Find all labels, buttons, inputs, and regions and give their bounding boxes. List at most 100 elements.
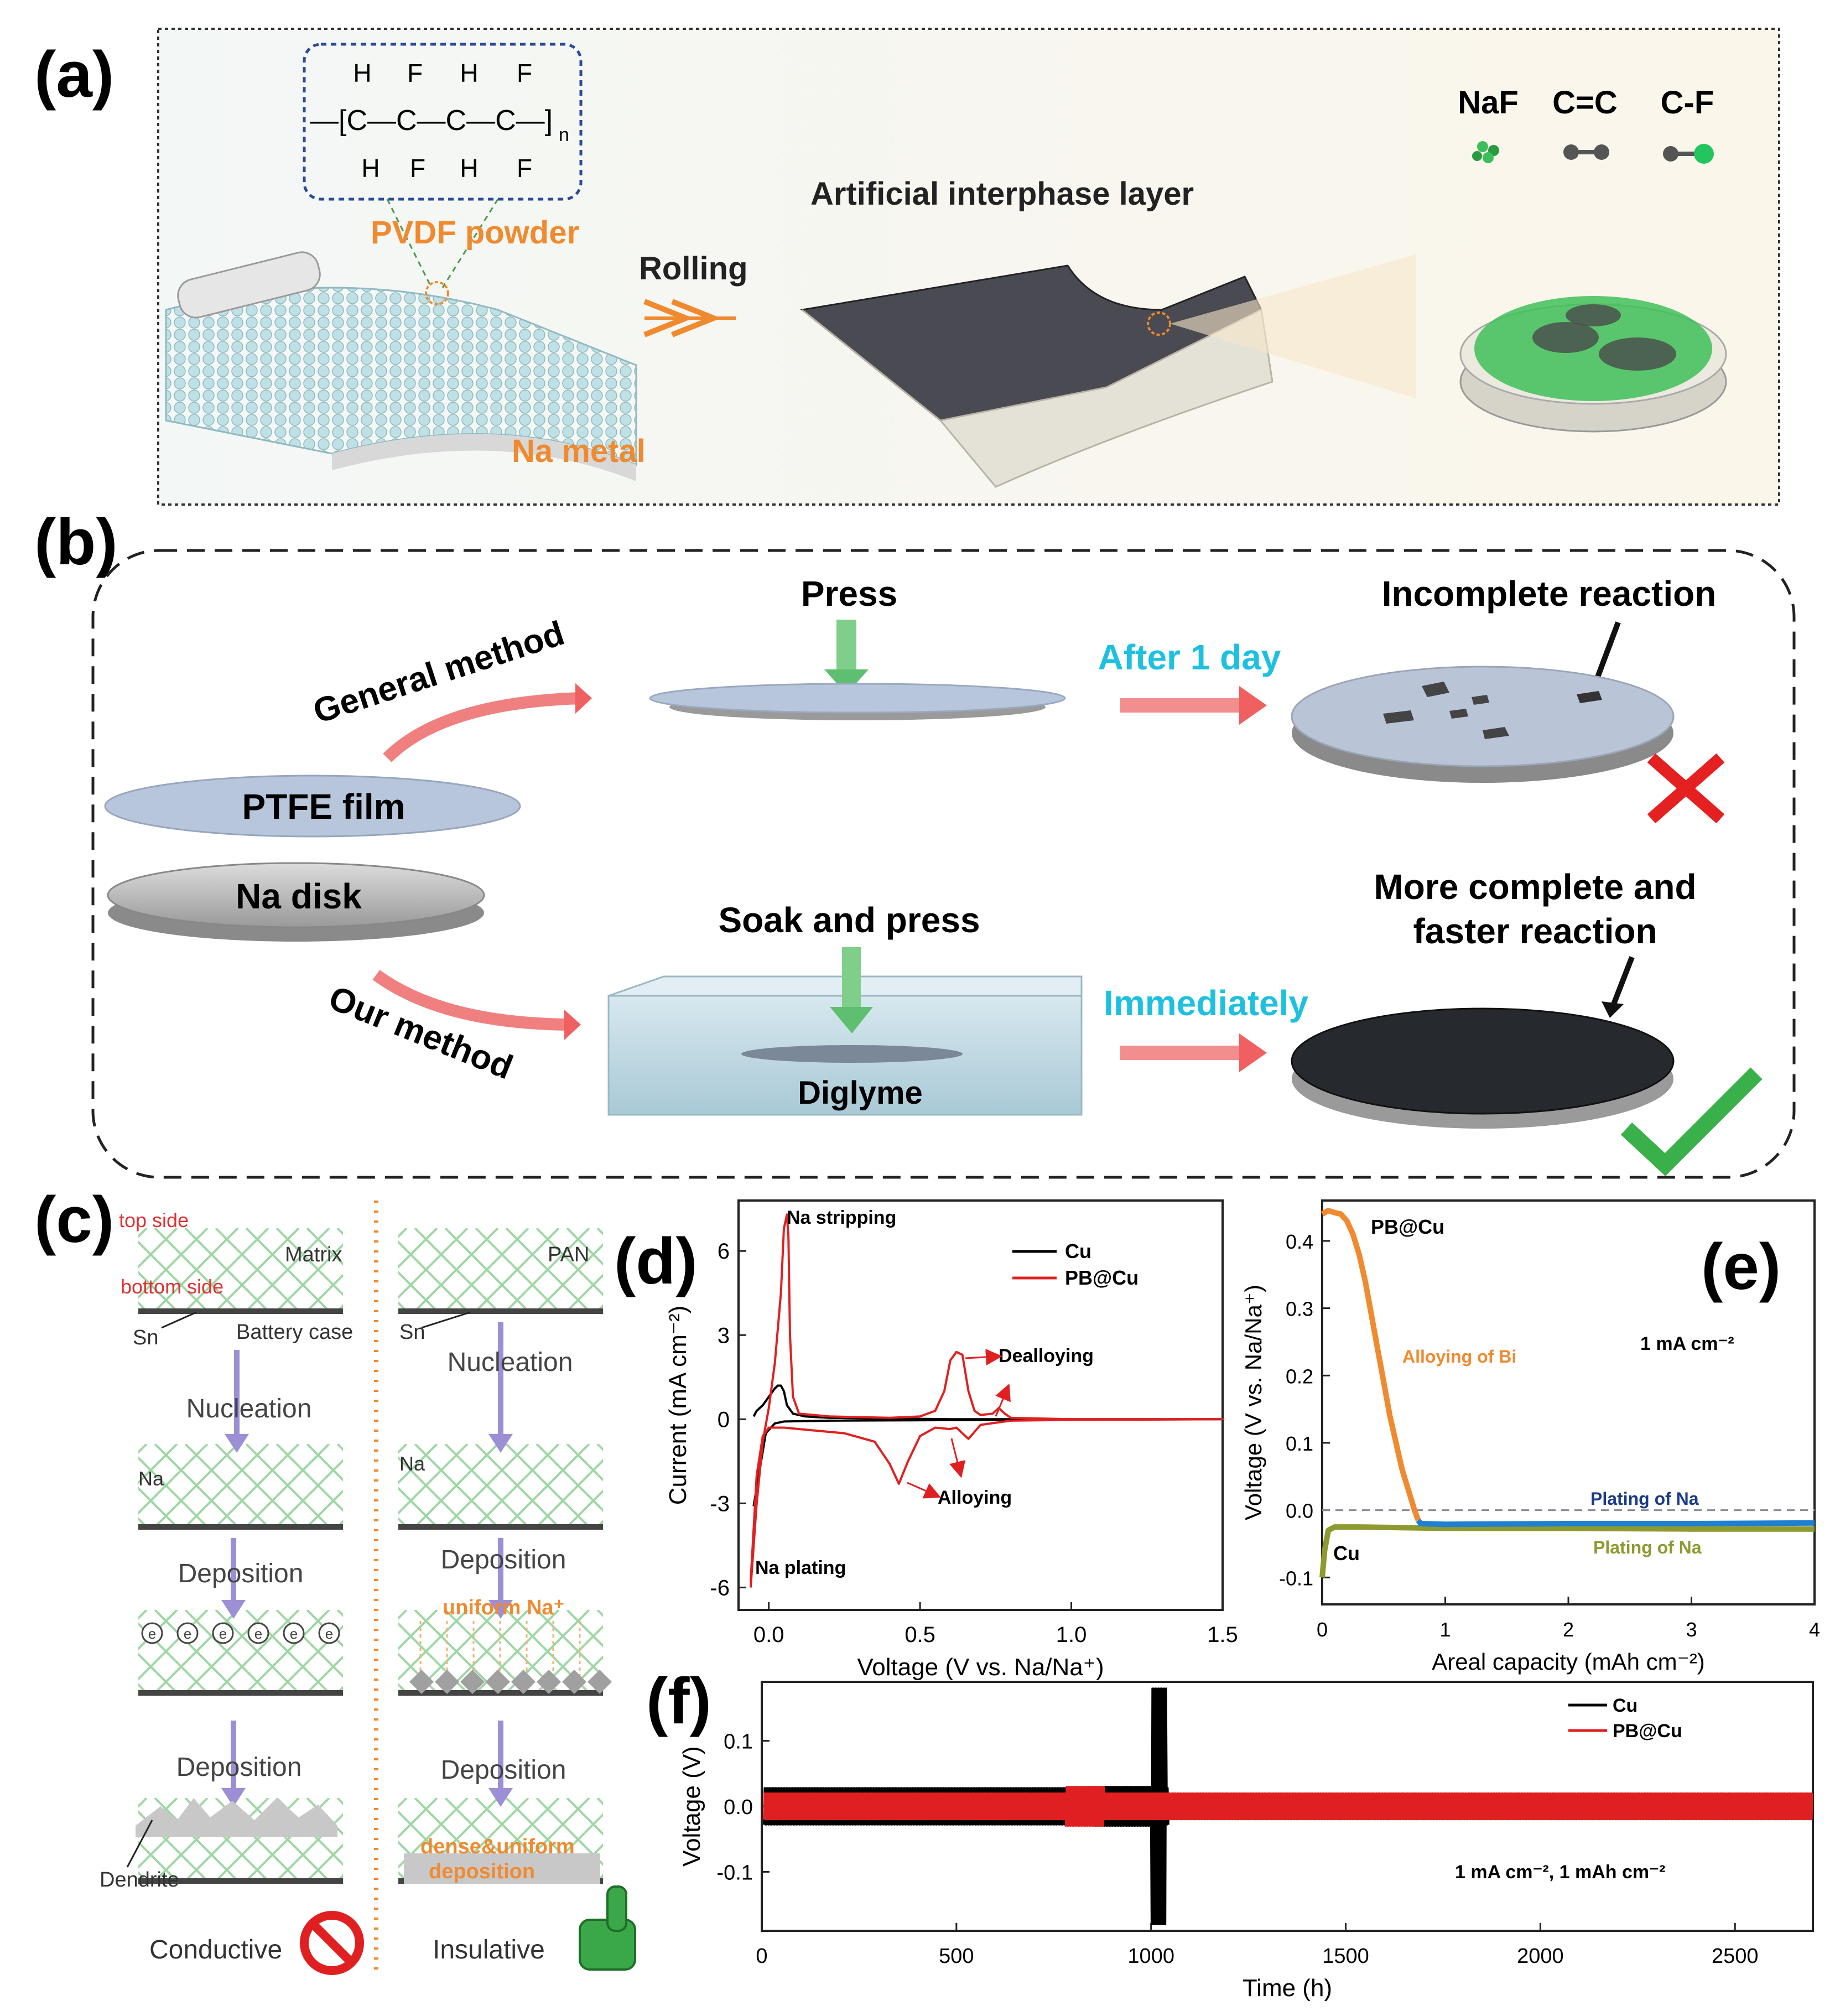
conductive-label: Conductive — [149, 1935, 282, 1965]
electron-icon — [141, 1622, 163, 1644]
formula-atom-top-2: F — [407, 59, 423, 87]
x-tick-label: 1500 — [1322, 1945, 1369, 1968]
lattice — [398, 1228, 603, 1311]
lattice-line — [398, 1517, 408, 1527]
prohibited-bar — [309, 1920, 355, 1966]
lattice-line — [33, 1610, 116, 1693]
formula-atom-top-4: F — [517, 59, 532, 87]
lattice-line — [215, 1610, 300, 1693]
x-tick-label: 0 — [1317, 1618, 1328, 1641]
deposition-label-right-2: Deposition — [441, 1755, 566, 1785]
lattice-line — [398, 1487, 438, 1527]
panel-b-label: (b) — [34, 506, 118, 579]
lattice-line — [398, 1228, 481, 1311]
legend-pbcu-label: PB@Cu — [1065, 1266, 1139, 1289]
deposition-label-right-1: Deposition — [441, 1545, 566, 1575]
deposit-diamond — [537, 1670, 561, 1694]
series-pbcu-alloying-line — [1321, 1208, 1421, 1521]
x-tick-label: 1000 — [1127, 1945, 1174, 1968]
legend-cf: C-F — [1661, 85, 1714, 121]
nucleation-arrow-head — [225, 1434, 249, 1453]
x-tick-label: 500 — [939, 1945, 974, 1968]
pressed-film — [649, 683, 1066, 720]
annotation-na-plating: Na plating — [755, 1557, 846, 1578]
y-tick-label: 0.0 — [724, 1796, 753, 1819]
dense-label-1: dense&uniform — [420, 1835, 575, 1858]
lattice-line — [33, 1444, 116, 1527]
panel-a: (a) H F H F —[C—C—C—C—] n H F H F PVDF p… — [34, 28, 1780, 506]
legend-cu-label: Cu — [1613, 1695, 1638, 1716]
formula-backbone: —[C—C—C—C—] — [310, 105, 553, 137]
lattice-line — [398, 1610, 469, 1681]
x-axis-label: Areal capacity (mAh cm⁻²) — [1432, 1649, 1705, 1675]
electron-icon — [318, 1622, 340, 1644]
series-pbcu-plating-line — [1416, 1518, 1815, 1527]
y-tick-label: 6 — [718, 1239, 730, 1264]
diglyme-tank — [607, 975, 1083, 1116]
y-axis-label: Current (mA cm⁻²) — [664, 1306, 692, 1505]
lattice-line — [138, 1444, 178, 1484]
ptfe-label: PTFE film — [242, 787, 405, 827]
deposition-label-1: Deposition — [178, 1559, 304, 1588]
matrix-label: Matrix — [285, 1243, 342, 1266]
y-axis-label: Voltage (V vs. Na/Na⁺) — [1240, 1285, 1266, 1520]
lattice-line — [306, 1843, 343, 1881]
y-tick-label: 0.0 — [1286, 1500, 1313, 1523]
x-tick-label: 0.5 — [904, 1623, 935, 1647]
complete-disc — [1291, 1007, 1675, 1129]
formula-box — [303, 43, 583, 201]
electron-icon — [247, 1622, 269, 1644]
deposition-arrow-right-2-head — [488, 1788, 513, 1807]
our-method-arrow — [372, 970, 570, 1031]
lattice-line — [293, 1798, 376, 1881]
annotation-plating-blue: Plating of Na — [1590, 1489, 1699, 1509]
lattice-line — [444, 1610, 529, 1693]
lattice-block — [138, 1228, 481, 1311]
x-tick-label: 1 — [1439, 1618, 1451, 1641]
lattice-line — [566, 1274, 603, 1311]
deposition-arrow-1-head — [221, 1600, 246, 1619]
electron-icon — [212, 1622, 234, 1644]
prohibited-icon — [300, 1911, 364, 1975]
lattice-line — [245, 1444, 330, 1527]
lattice-line — [293, 1610, 376, 1693]
uniform-label: uniform Na⁺ — [443, 1596, 565, 1619]
annotation-dealloying: Dealloying — [999, 1345, 1094, 1366]
lattice-line — [306, 1444, 343, 1482]
after-one-day-label: After 1 day — [1098, 637, 1281, 677]
formula-callout-right — [441, 199, 499, 288]
lattice-line — [398, 1228, 469, 1299]
lattice-line — [596, 1798, 603, 1805]
deposit-diamond — [435, 1670, 459, 1694]
battery-case-label: Battery case — [236, 1321, 353, 1344]
lattice-line — [536, 1243, 603, 1311]
sn-pointer-right — [421, 1311, 471, 1329]
top-side-label: top side — [119, 1209, 189, 1232]
lattice-line — [138, 1487, 178, 1527]
interphase-disc — [1459, 296, 1727, 433]
electron-symbol: e — [254, 1625, 262, 1642]
lattice-line — [368, 1228, 451, 1311]
deposition-label-2: Deposition — [176, 1753, 302, 1782]
more-complete-line2: faster reaction — [1413, 911, 1657, 951]
lattice-line — [536, 1459, 603, 1527]
lattice-line — [336, 1304, 343, 1311]
panel-c-label: (c) — [34, 1183, 114, 1256]
lattice-line — [398, 1798, 469, 1869]
panel-b-frame — [91, 549, 1796, 1179]
lattice-line — [336, 1228, 343, 1235]
lattice-line — [184, 1444, 269, 1527]
y-tick-label: 0.1 — [1286, 1432, 1313, 1455]
x-tick-label: 4 — [1809, 1618, 1820, 1641]
formula-atom-bottom-1: H — [361, 154, 380, 183]
cc-bond-icon — [1563, 144, 1609, 160]
annotation-pbcu: PB@Cu — [1371, 1215, 1444, 1238]
pvdf-formula: H F H F —[C—C—C—C—] n H F H F — [303, 43, 583, 288]
lattice-line — [398, 1798, 408, 1808]
lattice-line — [306, 1610, 343, 1648]
lattice-line — [293, 1798, 376, 1881]
y-tick-label: 3 — [718, 1323, 730, 1348]
lattice-line — [138, 1841, 178, 1881]
